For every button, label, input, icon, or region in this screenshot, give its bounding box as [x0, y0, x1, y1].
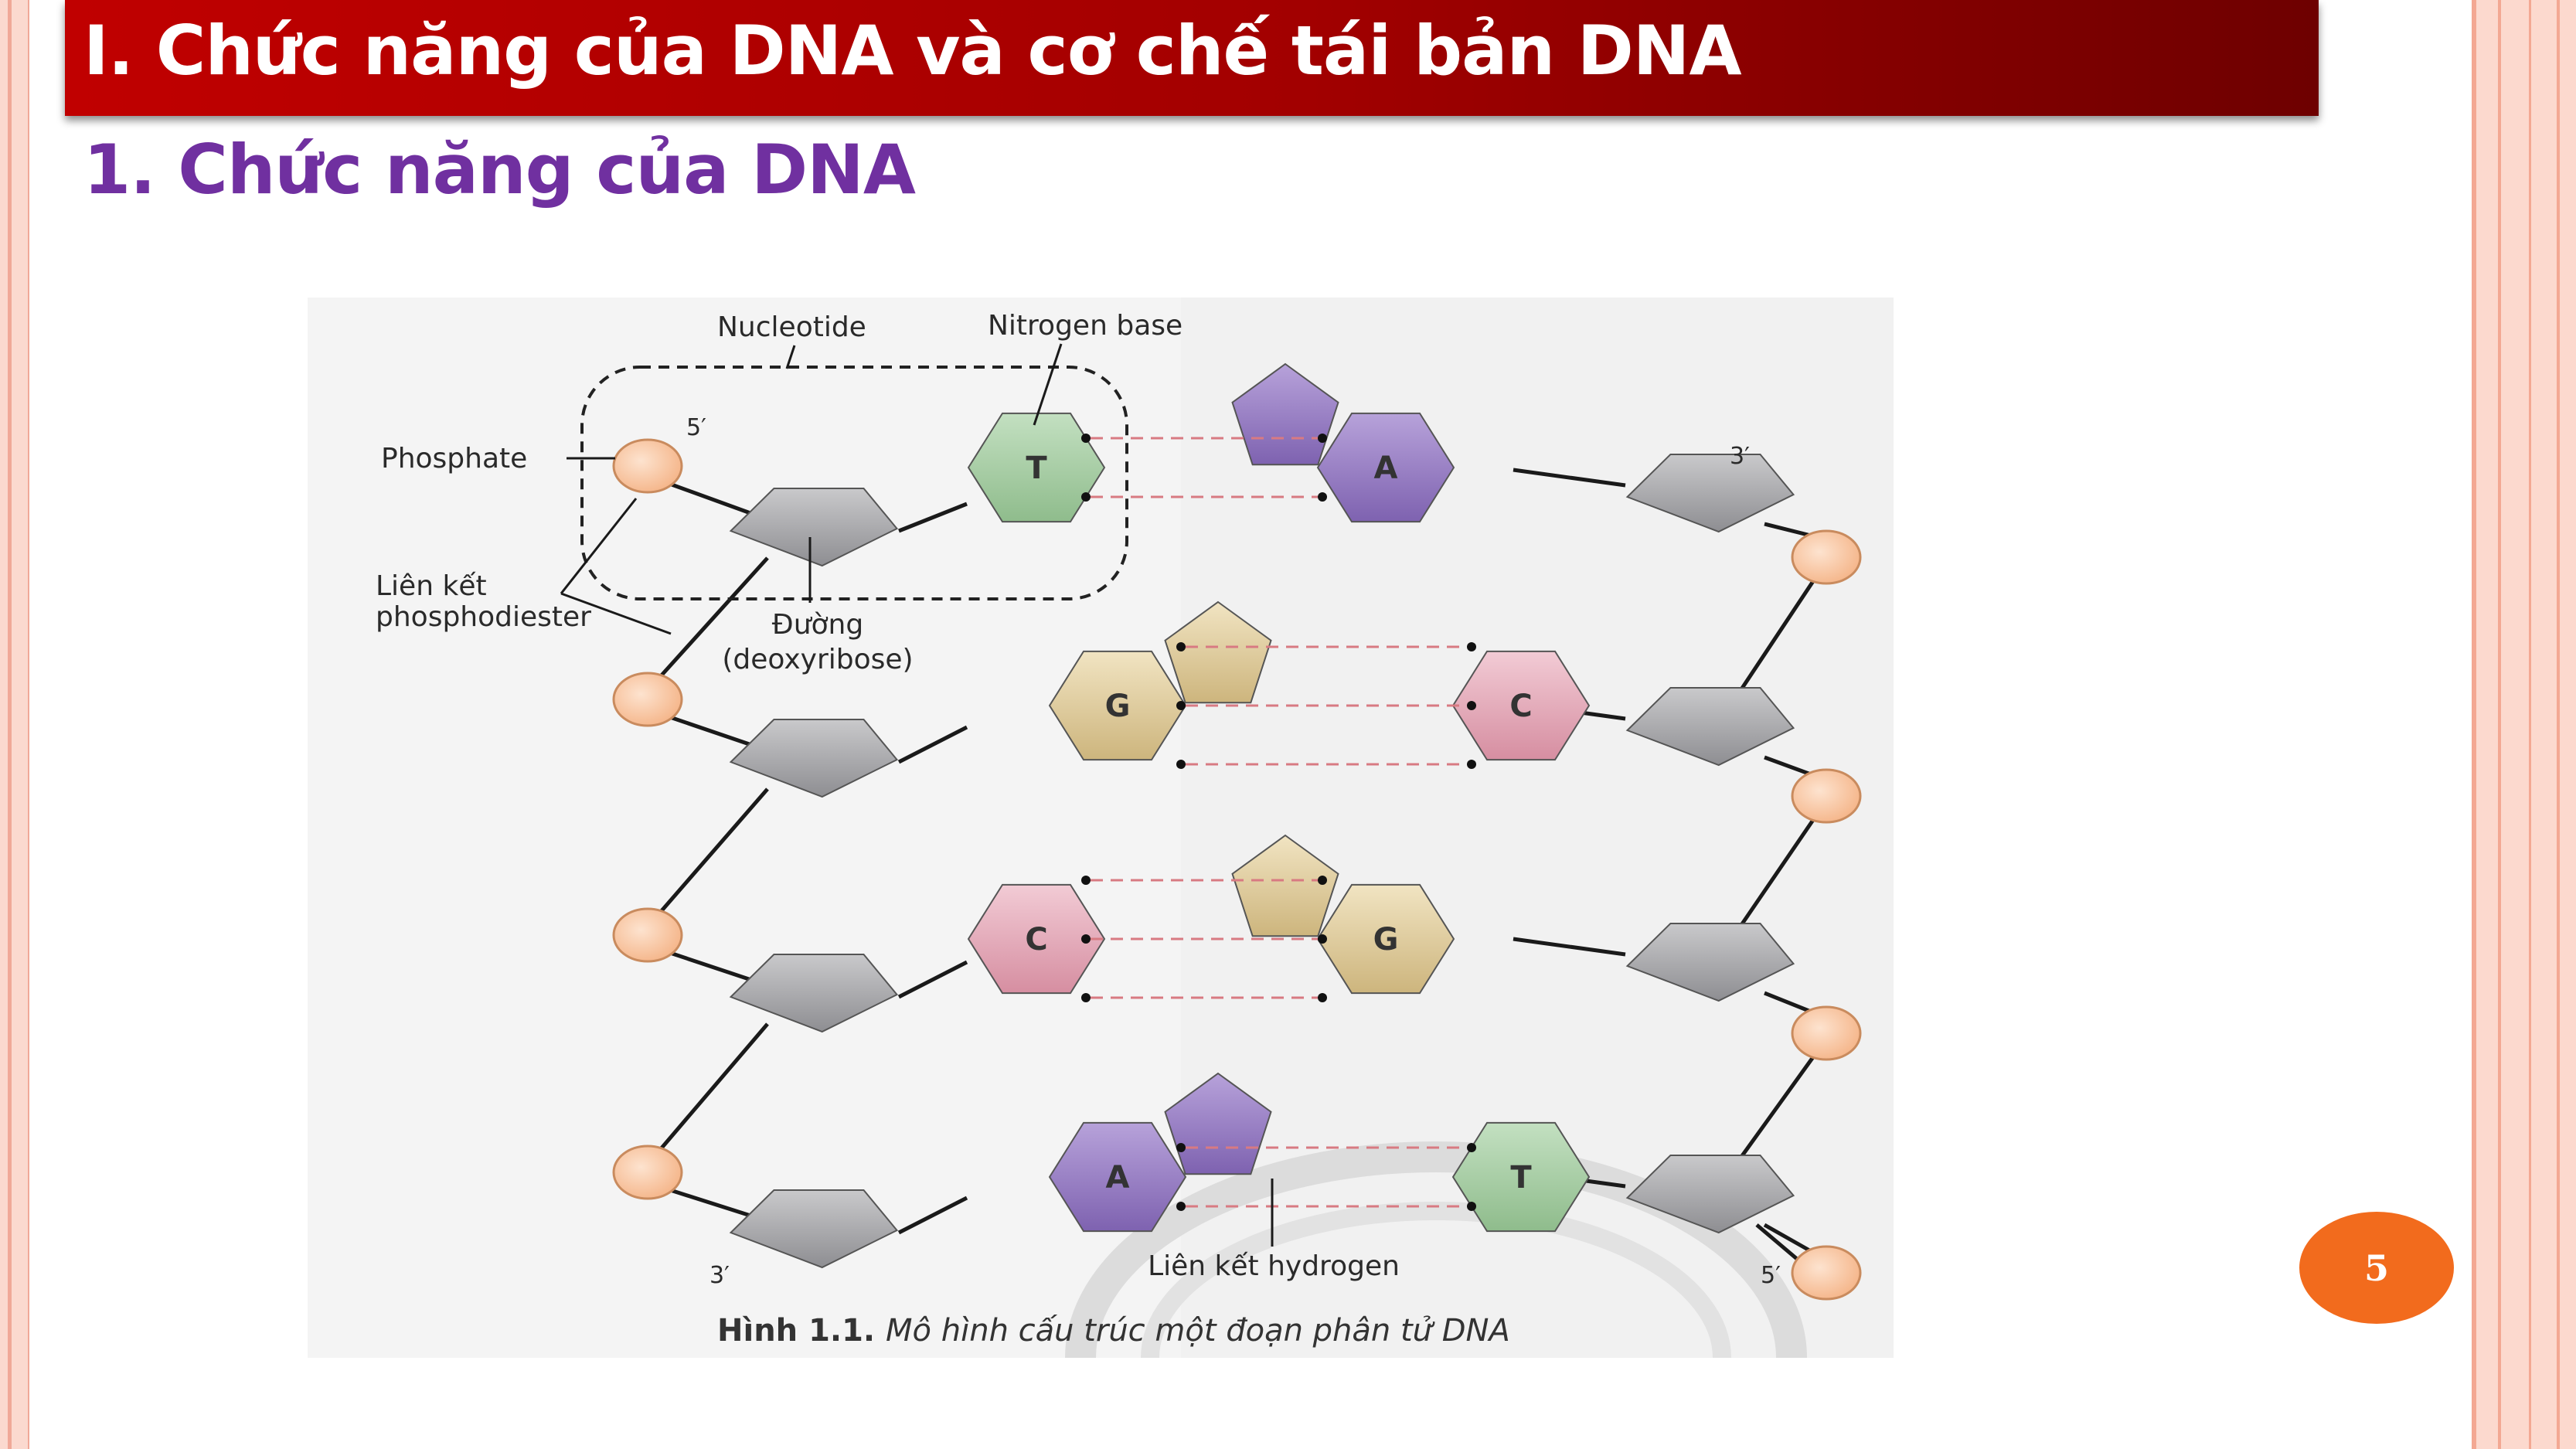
label-3prime-bottom: 3′: [710, 1262, 730, 1289]
base-letter: A: [1374, 451, 1398, 486]
label-3prime-top: 3′: [1730, 443, 1750, 470]
base-letter: G: [1373, 922, 1399, 957]
phosphate-circle: [1791, 1005, 1862, 1061]
sugar-pentagon: [729, 488, 899, 567]
phosphate-circle: [1791, 529, 1862, 585]
base-G: G: [1048, 600, 1272, 761]
phosphate-circle: [612, 907, 683, 963]
base-T: T: [967, 412, 1106, 523]
base-C: C: [1451, 650, 1591, 761]
sugar-pentagon: [1625, 923, 1795, 1002]
title-bar: [65, 0, 2319, 116]
base-letter: G: [1105, 689, 1131, 724]
phosphate-circle: [612, 672, 683, 727]
dna-diagram: T A G C C G A T Nucleotide Nitrogen basePhosphate…: [308, 298, 1894, 1359]
base-letter: A: [1106, 1160, 1130, 1196]
label-nitrogen-base: Nitrogen base: [988, 310, 1183, 342]
sugar-pentagon: [1625, 1155, 1795, 1234]
right-frame-border: [2472, 0, 2576, 1449]
sugar-pentagon: [1625, 687, 1795, 767]
label-bond-line1: Liên kết: [376, 570, 487, 602]
sugar-pentagon: [729, 954, 899, 1033]
label-5prime-bottom: 5′: [1761, 1262, 1781, 1289]
label-sugar-line1: Đường: [772, 609, 863, 641]
nucleotide-outline: [580, 366, 1128, 600]
label-sugar-line2: (deoxyribose): [722, 644, 913, 675]
label-nucleotide: Nucleotide: [717, 311, 866, 343]
sugar-pentagon: [729, 1189, 899, 1269]
label-5prime-top: 5′: [686, 414, 706, 441]
base-letter: C: [1025, 922, 1047, 957]
label-bond-line2: phosphodiester: [376, 601, 591, 633]
left-frame-border: [0, 0, 29, 1449]
watermark-arc: [1065, 1141, 1807, 1359]
phosphate-circle: [1791, 1245, 1862, 1301]
base-letter: C: [1509, 689, 1532, 724]
sugar-pentagon: [1625, 454, 1795, 533]
phosphate-circle: [612, 1145, 683, 1200]
diagram-content: T A G C C G A T Nucleotide Nitrogen basePhosphate…: [376, 310, 1862, 1349]
base-A: A: [1048, 1072, 1272, 1233]
slide-title: I. Chức năng của DNA và cơ chế tái bản D…: [83, 11, 1742, 90]
base-letter: T: [1026, 451, 1047, 486]
phosphate-circle: [612, 438, 683, 494]
base-T: T: [1451, 1121, 1591, 1233]
label-phosphate: Phosphate: [381, 443, 527, 474]
label-hydrogen-bond: Liên kết hydrogen: [1148, 1250, 1400, 1282]
base-letter: T: [1510, 1160, 1532, 1196]
base-G: G: [1231, 834, 1455, 995]
phosphate-circle: [1791, 768, 1862, 824]
figure-caption: Hình 1.1. Mô hình cấu trúc một đoạn phân…: [717, 1313, 1510, 1349]
base-A: A: [1231, 362, 1455, 523]
base-C: C: [967, 883, 1106, 995]
slide-subtitle: 1. Chức năng của DNA: [83, 130, 916, 209]
page-number-badge: 5: [2299, 1212, 2454, 1324]
sugar-pentagon: [729, 719, 899, 798]
